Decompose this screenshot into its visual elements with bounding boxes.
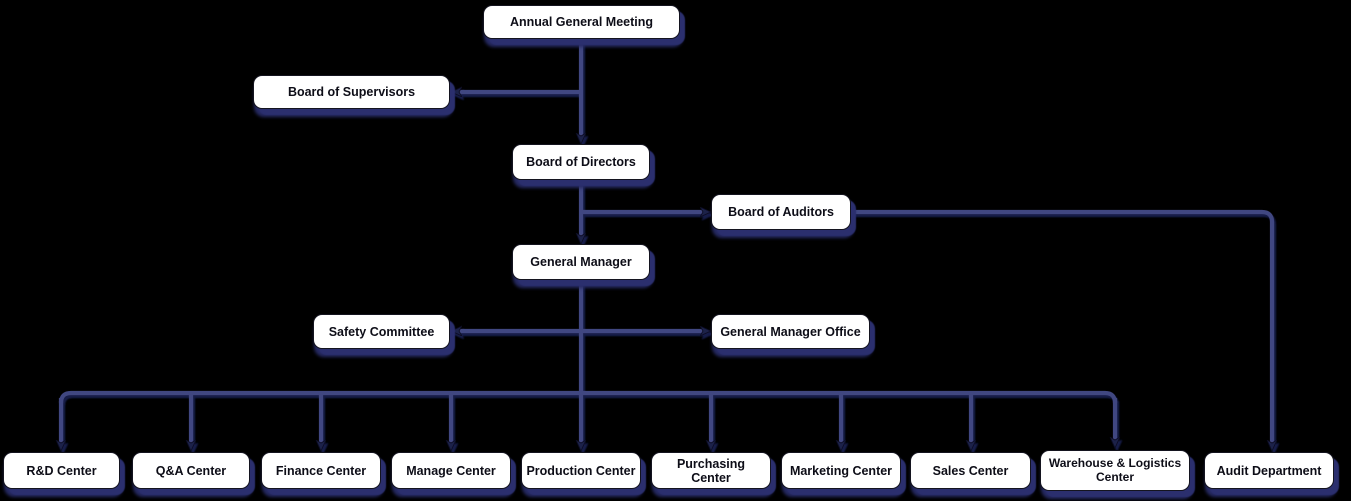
org-node-label: Q&A Center (155, 463, 227, 478)
connector-auditors-audit (851, 209, 1272, 446)
org-node-label: Board of Directors (526, 155, 636, 169)
org-node-label: Sales Center (932, 463, 1009, 478)
org-node-label: General Manager Office (720, 324, 861, 339)
org-node-label: Purchasing Center (676, 456, 746, 485)
org-node-purchasing-center[interactable]: Purchasing Center (651, 452, 771, 489)
org-node-board-of-directors[interactable]: Board of Directors (512, 144, 650, 180)
org-node-rd-center[interactable]: R&D Center (3, 452, 120, 489)
org-node-marketing-center[interactable]: Marketing Center (781, 452, 901, 489)
org-node-audit-department[interactable]: Audit Department (1204, 452, 1334, 489)
org-node-board-of-auditors[interactable]: Board of Auditors (711, 194, 851, 230)
org-node-label: Marketing Center (789, 463, 893, 478)
org-node-production-center[interactable]: Production Center (521, 452, 641, 489)
org-node-general-manager[interactable]: General Manager (512, 244, 650, 280)
org-node-warehouse-logistics-center[interactable]: Warehouse & Logistics Center (1040, 450, 1190, 491)
org-node-safety-committee[interactable]: Safety Committee (313, 314, 450, 349)
org-node-qa-center[interactable]: Q&A Center (132, 452, 250, 489)
org-node-label: Production Center (526, 463, 636, 478)
org-node-finance-center[interactable]: Finance Center (261, 452, 381, 489)
org-node-label: R&D Center (26, 463, 97, 478)
org-node-label: Safety Committee (328, 324, 435, 339)
org-node-label: Manage Center (406, 463, 496, 478)
org-node-label: Board of Auditors (728, 205, 834, 219)
org-node-label: General Manager (530, 255, 632, 269)
org-node-sales-center[interactable]: Sales Center (910, 452, 1031, 489)
org-node-label: Warehouse & Logistics Center (1048, 456, 1182, 484)
org-node-label: Annual General Meeting (509, 15, 654, 29)
org-node-board-of-supervisors[interactable]: Board of Supervisors (253, 75, 450, 109)
org-node-label: Finance Center (275, 463, 367, 478)
org-node-manage-center[interactable]: Manage Center (391, 452, 511, 489)
connector-distribution-rail (58, 390, 1118, 406)
org-node-annual-general-meeting[interactable]: Annual General Meeting (483, 5, 680, 39)
org-node-label: Board of Supervisors (287, 85, 416, 99)
org-node-label: Audit Department (1216, 463, 1322, 478)
org-node-general-manager-office[interactable]: General Manager Office (711, 314, 870, 349)
